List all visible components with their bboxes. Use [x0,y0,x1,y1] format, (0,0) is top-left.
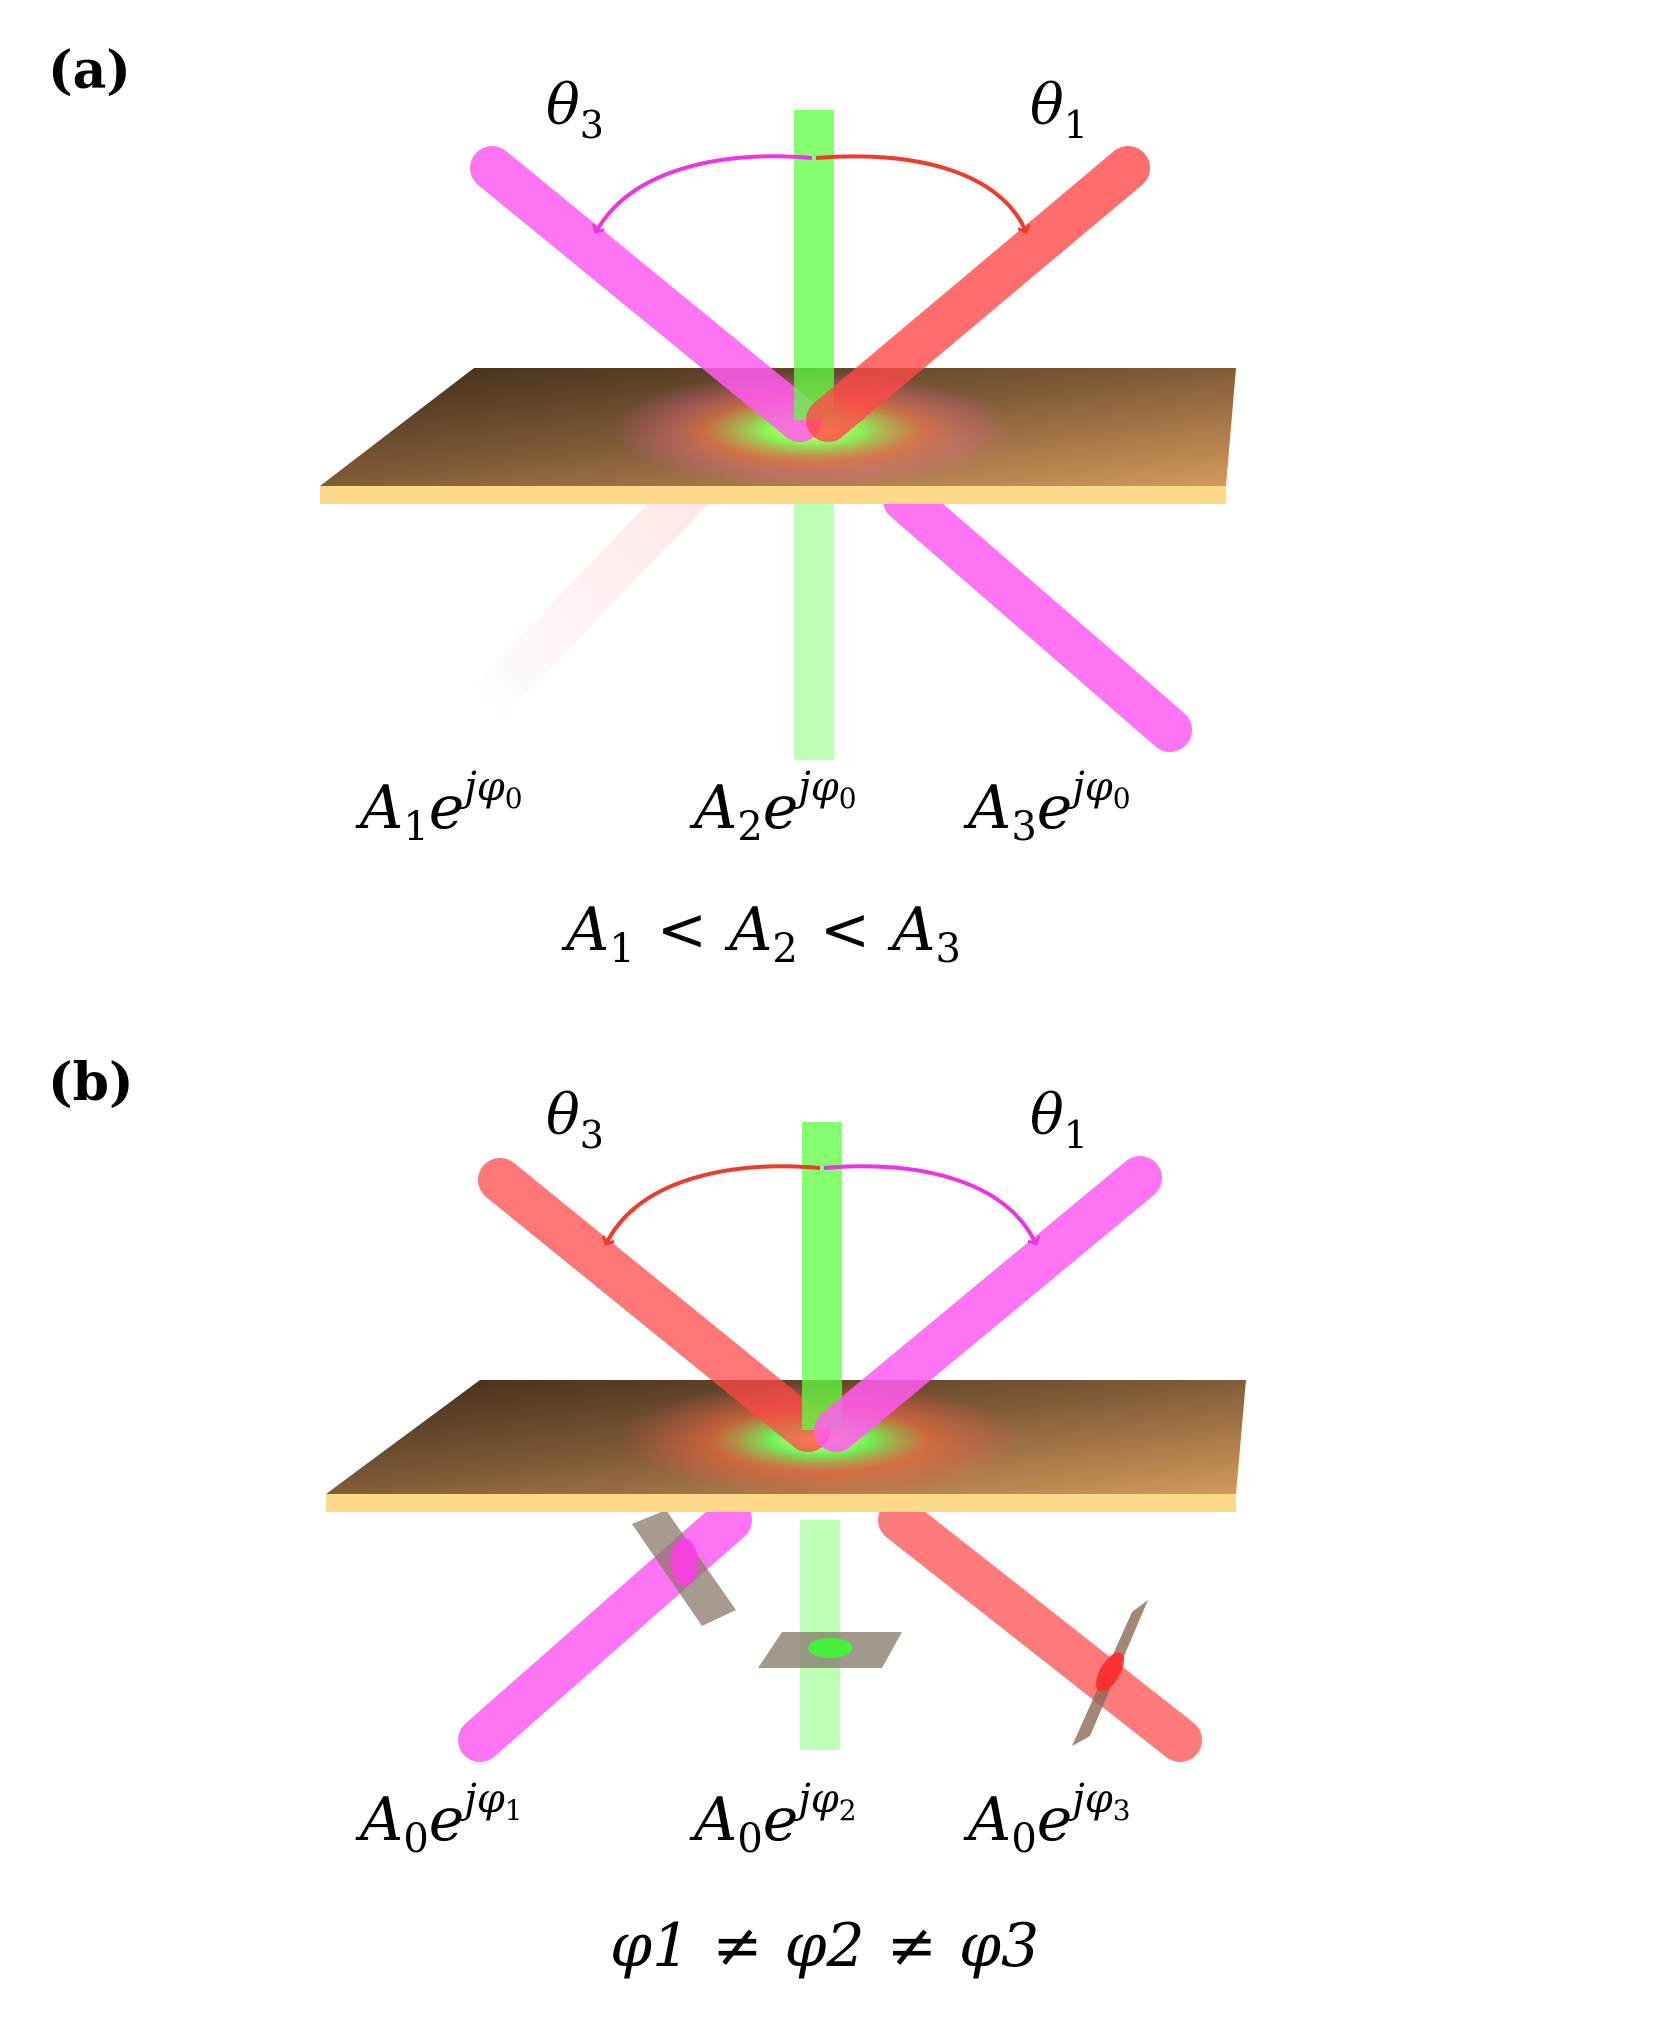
magenta-beam-reflected [814,1156,1162,1452]
beam-label-2: A2ejφ0 [689,764,857,850]
red-beam-lower [878,1498,1202,1762]
beam-label-1: A1ejφ0 [355,764,523,850]
beam-label-1: A0ejφ1 [355,1776,523,1862]
panel-a-label: (a) [48,40,131,101]
beam-label-3: A3ejφ0 [963,764,1131,850]
panel-b-label: (b) [48,1052,134,1113]
magenta-beam-incident [470,146,822,442]
beam-label-3: A0ejφ3 [963,1776,1131,1862]
theta-left-label: θ3 [546,73,604,147]
arc-arrow-theta3 [606,1164,821,1244]
theta-right-label: θ1 [1030,1083,1088,1157]
theta-left-label: θ3 [546,1083,604,1157]
theta-right-label: θ1 [1030,73,1088,147]
panel-a: (a) θ3 θ1 A1ejφ0 A2ejφ0 A3ejφ0 A1<A2<A3 [48,40,1236,972]
phase-plate-right-spot [1096,1652,1124,1692]
magenta-beam-lower [883,478,1192,752]
phase-plate-center-spot [808,1638,852,1658]
arc-arrow-theta1 [815,154,1026,232]
panel-b: (b) θ3 θ1 A0ejφ1 A0ejφ2 A0ejφ3 [48,1052,1246,1981]
amplitude-relation: A1<A2<A3 [561,895,961,972]
arc-arrow-theta3 [596,154,813,232]
phase-relation: φ1≠φ2≠φ3 [610,1911,1039,1981]
red-beam-reflected [806,146,1150,442]
beam-label-2: A0ejφ2 [689,1776,857,1862]
arc-arrow-theta1 [823,1164,1036,1244]
phase-plate-left-spot [670,1538,698,1586]
red-beam-incident [478,1158,830,1452]
